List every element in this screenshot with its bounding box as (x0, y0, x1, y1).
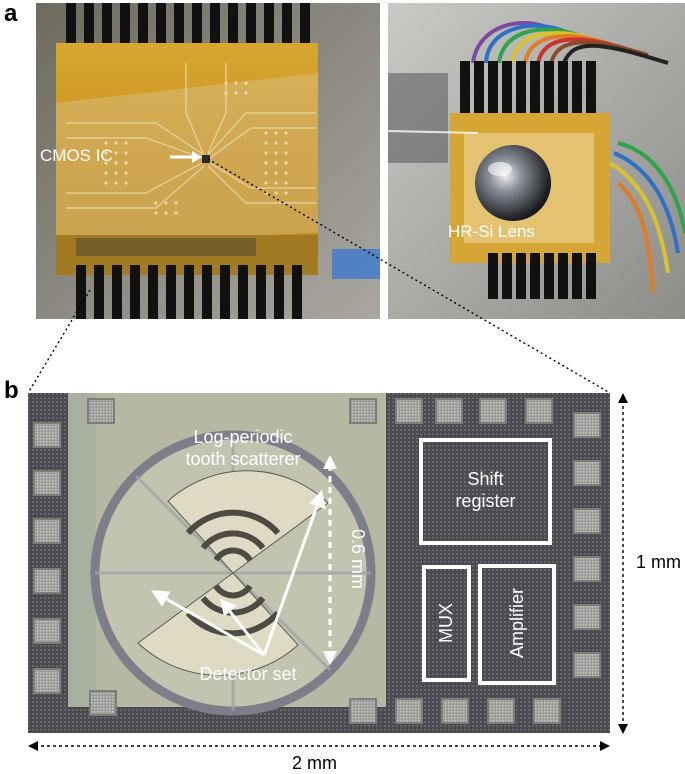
height-dimension-label: 1 mm (636, 552, 681, 572)
height-arrow (618, 393, 628, 734)
photo-board: CMOS IC (36, 3, 380, 319)
shift-register-block (419, 438, 552, 545)
width-arrow (28, 741, 610, 751)
panel-label-b: b (4, 377, 19, 404)
shift-register-label-line2: register (455, 491, 516, 511)
panel-label-a: a (4, 0, 18, 27)
mux-block (422, 565, 471, 682)
diameter-arrow (323, 455, 337, 665)
shift-register-label-line1: Shift (467, 469, 504, 489)
cmos-ic-label: CMOS IC (40, 146, 113, 165)
diameter-label: 0.6 mm (348, 529, 368, 590)
antenna-label-line1: Log-periodic (193, 427, 293, 447)
chip-micrograph: Log-periodic tooth scatterer 0.6 mm Dete… (28, 393, 610, 733)
antenna-label-line2: tooth scatterer (185, 449, 301, 469)
detector-arrows (151, 489, 327, 657)
lens-photo-graphic (388, 3, 685, 319)
photo-lens-module: HR-Si Lens (388, 3, 685, 319)
hr-si-lens-label: HR-Si Lens (448, 222, 535, 241)
width-dimension-label: 2 mm (292, 753, 337, 773)
detector-set-label: Detector set (199, 664, 297, 684)
chip-micrograph-graphic (28, 393, 610, 733)
cmos-arrow (170, 151, 202, 163)
amplifier-label: Amplifier (507, 588, 527, 659)
shift-register-label: Shift register (421, 468, 550, 512)
mux-label: MUX (436, 603, 456, 643)
antenna-label: Log-periodic tooth scatterer (158, 426, 328, 470)
amplifier-block (478, 564, 556, 685)
